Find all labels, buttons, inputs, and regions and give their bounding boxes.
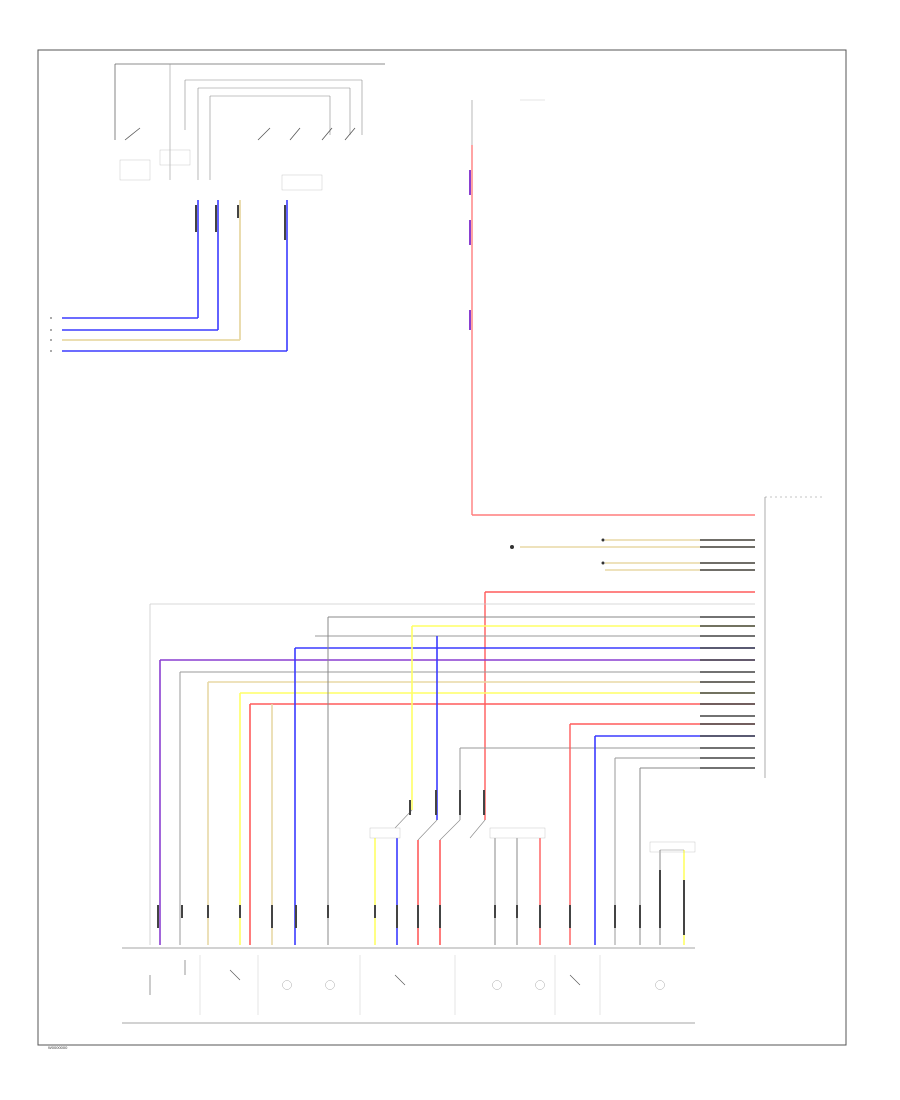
vertical-drops <box>159 617 641 945</box>
top-center-feed <box>469 99 755 516</box>
bottom-right-component <box>649 841 696 945</box>
top-left-harness-wires <box>50 200 288 352</box>
right-side-branches <box>510 538 755 571</box>
top-left-switch-cluster <box>114 63 385 191</box>
bottom-connector-blocks <box>157 870 685 935</box>
diagram-frame <box>37 49 847 1046</box>
main-harness-bus <box>149 603 755 945</box>
lower-right-bus <box>460 715 755 769</box>
right-module-connector <box>764 496 825 778</box>
footer-id-text: W0000000 <box>48 1045 68 1050</box>
bottom-component-strip <box>122 947 695 1024</box>
